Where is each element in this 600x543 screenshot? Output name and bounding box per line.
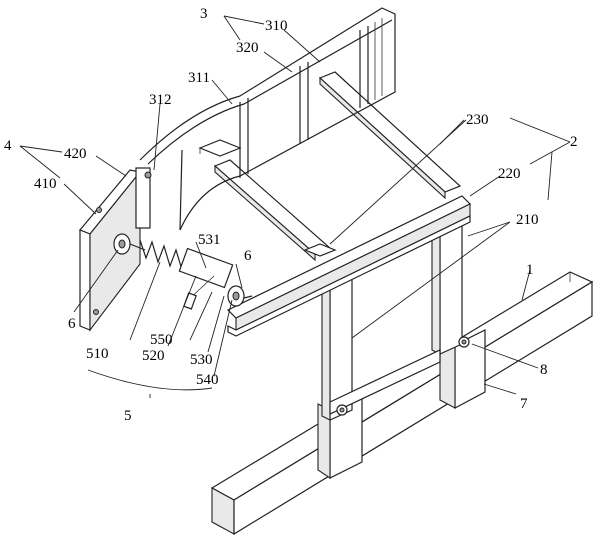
label-420: 420 xyxy=(64,146,87,162)
label-2: 2 xyxy=(570,134,578,150)
label-410: 410 xyxy=(34,176,57,192)
label-210: 210 xyxy=(516,212,539,228)
label-530: 530 xyxy=(190,352,213,368)
label-531: 531 xyxy=(198,232,221,248)
label-7: 7 xyxy=(520,396,528,412)
end-plate xyxy=(79,167,152,332)
label-220: 220 xyxy=(498,166,521,182)
label-550: 550 xyxy=(150,332,173,348)
label-311: 311 xyxy=(188,70,210,86)
label-4: 4 xyxy=(4,138,12,154)
side-frame xyxy=(139,7,396,231)
frame-assembly xyxy=(198,71,472,421)
label-520: 520 xyxy=(142,348,165,364)
label-6a: 6 xyxy=(68,316,76,332)
label-540: 540 xyxy=(196,372,219,388)
label-230: 230 xyxy=(466,112,489,128)
label-1: 1 xyxy=(526,262,534,278)
label-310: 310 xyxy=(265,18,288,34)
label-312: 312 xyxy=(149,92,172,108)
label-6b: 6 xyxy=(244,248,252,264)
label-5: 5 xyxy=(124,408,132,424)
label-8: 8 xyxy=(540,362,548,378)
label-3: 3 xyxy=(200,6,208,22)
bolts xyxy=(336,336,470,416)
label-510: 510 xyxy=(86,346,109,362)
reference-labels: 3 310 320 311 312 4 420 410 531 6 6 550 … xyxy=(4,6,578,424)
leader-lines xyxy=(19,15,571,398)
label-320: 320 xyxy=(236,40,259,56)
